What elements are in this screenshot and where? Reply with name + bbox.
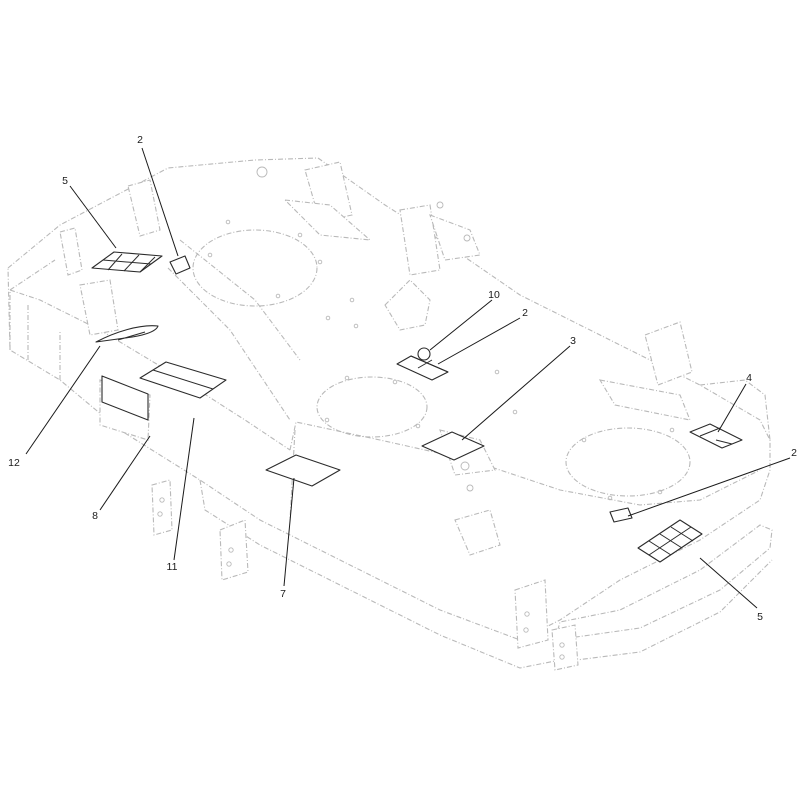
decal-5-left	[91, 251, 163, 273]
decal-2-center	[396, 355, 449, 381]
mounting-holes	[157, 166, 675, 660]
decal-3	[421, 431, 485, 461]
decal-2-right-tab	[609, 507, 633, 523]
callout-2-top-left: 2	[137, 134, 143, 146]
decal-7	[265, 454, 341, 487]
callout-7: 7	[280, 588, 286, 600]
callout-5-top-left: 5	[62, 175, 68, 187]
leader-lines	[25, 147, 791, 609]
callout-2-center: 2	[522, 307, 528, 319]
callout-8: 8	[92, 510, 98, 522]
decal-4	[689, 423, 743, 449]
callout-10: 10	[488, 289, 500, 301]
callout-4: 4	[746, 372, 752, 384]
callout-labels: 2 5 10 2 3 4 12 2 8 11 7 5	[8, 134, 797, 623]
decal-12	[95, 325, 159, 343]
decal-11	[139, 361, 227, 399]
decal-2-tab-left	[169, 255, 191, 275]
decal-8	[101, 375, 149, 421]
decal-5-right	[637, 519, 703, 563]
callout-2-right: 2	[791, 447, 797, 459]
decal-10	[417, 347, 431, 361]
callout-3: 3	[570, 335, 576, 347]
deck-brackets	[59, 161, 693, 556]
callout-5-bottom-right: 5	[757, 611, 763, 623]
callout-11: 11	[167, 561, 178, 573]
callout-12: 12	[8, 457, 20, 469]
blade-openings	[192, 229, 691, 497]
mount-tabs	[99, 379, 579, 671]
